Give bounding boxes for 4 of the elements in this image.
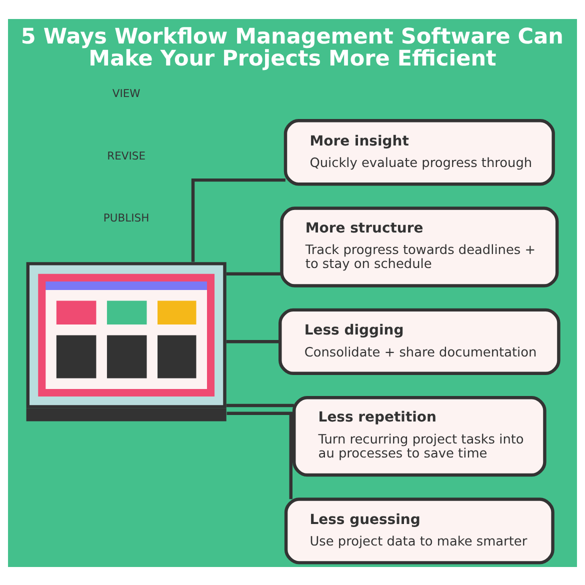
label: REVISE <box>107 148 146 162</box>
label: VIEW <box>112 86 140 100</box>
label: PUBLISH <box>103 211 150 224</box>
diagram-title: 5 Ways Workflow Management Software Can Make Your Projects More Efficient <box>20 24 564 71</box>
